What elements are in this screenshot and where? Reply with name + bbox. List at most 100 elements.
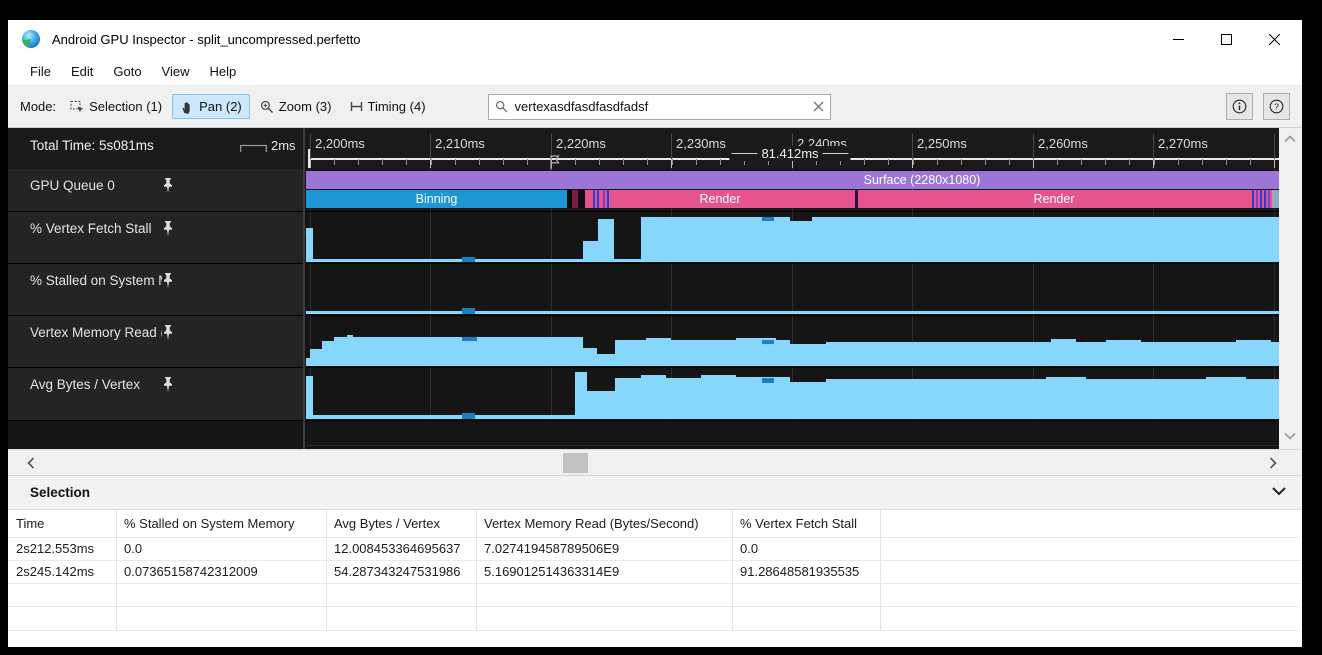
vertical-scrollbar[interactable] bbox=[1279, 128, 1302, 449]
counter-fill bbox=[347, 335, 353, 366]
table-row-divider bbox=[8, 630, 1302, 631]
scale-label: 2ms bbox=[271, 138, 296, 153]
counter-fill bbox=[310, 349, 322, 366]
horizontal-scroll-thumb[interactable] bbox=[563, 453, 588, 473]
counter-fill bbox=[614, 259, 641, 262]
counter-track-vertex-fetch-stall[interactable] bbox=[306, 212, 1279, 264]
slice-render[interactable]: Render bbox=[585, 190, 855, 208]
search-box[interactable] bbox=[487, 93, 831, 120]
pin-icon[interactable] bbox=[162, 178, 294, 197]
selection-panel-title: Selection bbox=[30, 485, 91, 500]
counter-fill bbox=[1246, 379, 1279, 419]
menu-item-edit[interactable]: Edit bbox=[70, 64, 94, 79]
ruler-minor-tick bbox=[1009, 159, 1010, 165]
window-controls bbox=[1154, 20, 1298, 58]
collapse-panel-icon[interactable] bbox=[1270, 485, 1288, 497]
mode-button-zoom[interactable]: Zoom (3) bbox=[252, 94, 340, 119]
mode-label: Mode: bbox=[20, 99, 57, 114]
pin-icon[interactable] bbox=[162, 273, 294, 292]
timeline-ruler[interactable]: Total Time: 5s081ms 2ms bbox=[8, 128, 1302, 169]
table-cell[interactable]: 2s245.142ms bbox=[16, 564, 95, 579]
table-cell[interactable]: 54.287343247531986 bbox=[334, 564, 461, 579]
ruler-minor-tick bbox=[1178, 159, 1179, 165]
counter-fill bbox=[641, 217, 790, 262]
help-button[interactable]: ? bbox=[1263, 93, 1290, 120]
timing-flag-icon[interactable] bbox=[550, 155, 560, 175]
ruler-time-label: 2,270ms bbox=[1158, 136, 1208, 151]
track-label-vertex-memory-read[interactable]: Vertex Memory Read (Bytes/Seco... bbox=[8, 316, 303, 368]
pin-icon[interactable] bbox=[162, 377, 294, 396]
counter-fill bbox=[597, 354, 615, 366]
ruler-major-tick bbox=[430, 159, 431, 168]
ruler-gridline bbox=[1033, 134, 1034, 159]
track-label-gpu-queue-0[interactable]: GPU Queue 0 bbox=[8, 169, 303, 212]
ruler-gridline bbox=[1153, 134, 1154, 159]
table-cell[interactable]: 91.28648581935535 bbox=[740, 564, 860, 579]
menu-item-goto[interactable]: Goto bbox=[113, 64, 142, 79]
counter-fill bbox=[587, 391, 615, 419]
minimize-button[interactable] bbox=[1154, 20, 1202, 58]
ruler-minor-tick bbox=[647, 159, 648, 165]
track-label-text: Vertex Memory Read (Bytes/Seco... bbox=[30, 325, 162, 340]
table-column-divider bbox=[326, 510, 327, 631]
search-input[interactable] bbox=[512, 98, 813, 115]
table-cell[interactable]: 0.0 bbox=[740, 541, 759, 556]
slice-text: Render bbox=[699, 192, 741, 206]
slice-segment[interactable] bbox=[1272, 190, 1279, 208]
ruler-start-marker bbox=[308, 149, 310, 168]
slice-segment[interactable] bbox=[578, 190, 585, 208]
slice-segment[interactable] bbox=[572, 190, 578, 208]
table-cell[interactable]: 12.008453364695637 bbox=[334, 541, 461, 556]
slice-segment[interactable] bbox=[567, 190, 572, 208]
mode-button-timing[interactable]: Timing (4) bbox=[342, 94, 434, 119]
track-label-vertex-fetch-stall[interactable]: % Vertex Fetch Stall bbox=[8, 212, 303, 264]
counter-track-vertex-memory-read[interactable] bbox=[306, 316, 1279, 368]
menu-item-view[interactable]: View bbox=[161, 64, 190, 79]
ruler-minor-tick bbox=[623, 159, 624, 165]
track-label-avg-bytes-vertex[interactable]: Avg Bytes / Vertex bbox=[8, 368, 303, 421]
info-button[interactable] bbox=[1226, 93, 1253, 120]
mode-button-selection[interactable]: Selection (1) bbox=[62, 94, 170, 119]
mode-button-pan[interactable]: Pan (2) bbox=[172, 94, 250, 119]
table-cell[interactable]: 7.027419458789506E9 bbox=[484, 541, 620, 556]
horizontal-scrollbar[interactable] bbox=[8, 449, 1302, 476]
maximize-button[interactable] bbox=[1202, 20, 1250, 58]
slice-render[interactable]: Render bbox=[858, 190, 1250, 208]
table-cell[interactable]: 2s212.553ms bbox=[16, 541, 95, 556]
menu-item-help[interactable]: Help bbox=[209, 64, 237, 79]
scroll-down-icon[interactable] bbox=[1282, 431, 1298, 441]
counter-fill bbox=[598, 219, 614, 262]
slice-marker-line bbox=[1252, 190, 1254, 208]
ruler-gridline bbox=[671, 134, 672, 159]
gpu-queue-track[interactable]: Surface (2280x1080)Binning Render Render bbox=[306, 169, 1279, 212]
pin-icon[interactable] bbox=[162, 325, 294, 344]
table-column-divider bbox=[732, 510, 733, 631]
slice-surface[interactable]: Surface (2280x1080) bbox=[306, 171, 1279, 189]
counter-fill bbox=[1086, 379, 1206, 419]
scroll-left-icon[interactable] bbox=[26, 455, 36, 471]
menu-item-file[interactable]: File bbox=[30, 64, 51, 79]
close-button[interactable] bbox=[1250, 20, 1298, 58]
selection-panel-header[interactable]: Selection bbox=[8, 475, 1302, 510]
scroll-right-icon[interactable] bbox=[1268, 455, 1278, 471]
table-cell[interactable]: 0.07365158742312009 bbox=[124, 564, 258, 579]
table-cell[interactable]: 5.169012514363314E9 bbox=[484, 564, 620, 579]
counter-fill bbox=[313, 415, 575, 419]
track-gridline bbox=[310, 169, 311, 421]
toolbar-right: ? bbox=[1226, 93, 1290, 120]
table-cell[interactable]: 0.0 bbox=[124, 541, 143, 556]
counter-track-avg-bytes-vertex[interactable] bbox=[306, 368, 1279, 421]
slice-segment[interactable] bbox=[855, 190, 858, 208]
clear-search-icon[interactable] bbox=[813, 101, 824, 112]
counter-track-stalled-system-memory[interactable] bbox=[306, 264, 1279, 316]
pin-icon[interactable] bbox=[162, 221, 294, 240]
ruler-minor-tick bbox=[358, 159, 359, 165]
ruler-time-label: 2,220ms bbox=[556, 136, 606, 151]
track-label-stalled-system-memory[interactable]: % Stalled on System Memory bbox=[8, 264, 303, 316]
slice-binning[interactable]: Binning bbox=[306, 190, 567, 208]
ruler-minor-tick bbox=[334, 159, 335, 165]
counter-fill bbox=[812, 217, 1279, 262]
scroll-up-icon[interactable] bbox=[1282, 134, 1298, 144]
